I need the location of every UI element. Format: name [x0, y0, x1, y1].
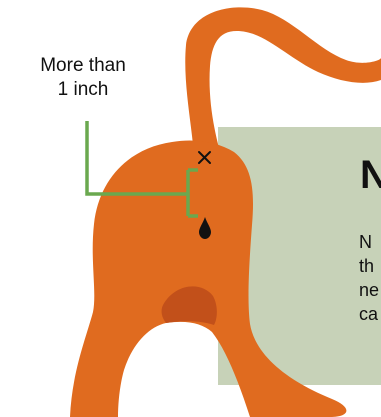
cat-tail — [185, 7, 381, 148]
measurement-label: More than 1 inch — [0, 54, 166, 102]
cat-body — [70, 140, 346, 417]
